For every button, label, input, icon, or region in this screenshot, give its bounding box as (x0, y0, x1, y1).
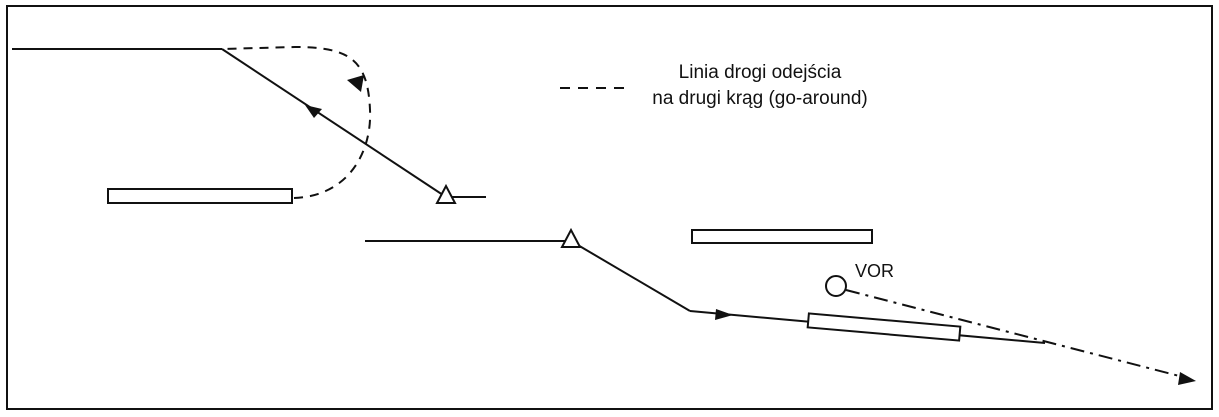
lower-final-arrow (715, 309, 733, 320)
upper-runway (107, 188, 293, 204)
go-around-arrow (347, 75, 364, 92)
legend-text-line1: Linia drogi odejścia (679, 62, 842, 83)
lower-descent-track (570, 240, 691, 312)
upper-approach-arrow (305, 105, 322, 118)
lower-fix-triangle (560, 227, 582, 248)
lower-standalone-runway (691, 229, 873, 244)
legend-text-line2: na drugi krąg (go-around) (652, 88, 867, 109)
upper-fix-triangle (435, 183, 457, 204)
vor-label: VOR (855, 261, 894, 281)
vor-symbol (825, 275, 847, 297)
vor-radial-arrow (1178, 372, 1196, 385)
upper-approach-track (221, 48, 447, 198)
diagram-frame (6, 5, 1213, 410)
vor-radial-line (845, 289, 1188, 379)
go-around-path (221, 45, 372, 199)
lower-angled-runway (806, 312, 962, 342)
